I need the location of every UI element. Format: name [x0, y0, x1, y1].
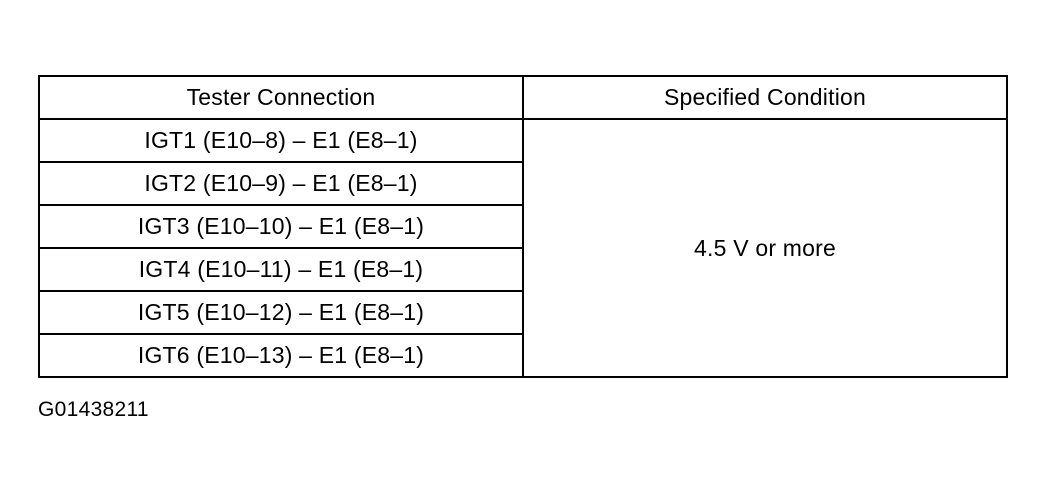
table-row: IGT4 (E10–11) – E1 (E8–1)	[38, 247, 1007, 292]
table-row: IGT6 (E10–13) – E1 (E8–1)	[38, 333, 1007, 378]
tester-connection-cell: IGT4 (E10–11) – E1 (E8–1)	[38, 247, 524, 292]
header-tester-connection: Tester Connection	[38, 75, 524, 120]
tester-connection-cell: IGT5 (E10–12) – E1 (E8–1)	[38, 290, 524, 335]
header-row: Tester Connection Specified Condition	[38, 75, 1008, 120]
tester-connection-cell: IGT2 (E10–9) – E1 (E8–1)	[38, 161, 524, 206]
table-row: IGT1 (E10–8) – E1 (E8–1) 4.5 V or more	[38, 118, 1008, 378]
table-row: IGT3 (E10–10) – E1 (E8–1)	[38, 204, 1007, 249]
table-row: IGT2 (E10–9) – E1 (E8–1)	[38, 161, 1007, 206]
tester-connection-cell: IGT3 (E10–10) – E1 (E8–1)	[38, 204, 524, 249]
header-specified-condition: Specified Condition	[522, 75, 1008, 120]
tester-connection-cell: IGT6 (E10–13) – E1 (E8–1)	[38, 333, 524, 378]
specified-condition-cell: 4.5 V or more	[522, 118, 1008, 378]
table-row: IGT5 (E10–12) – E1 (E8–1)	[38, 290, 1007, 335]
tester-connection-cell: IGT1 (E10–8) – E1 (E8–1)	[38, 118, 524, 163]
spec-table: Tester Connection Specified Condition IG…	[38, 75, 1008, 378]
figure-code: G01438211	[38, 398, 149, 421]
